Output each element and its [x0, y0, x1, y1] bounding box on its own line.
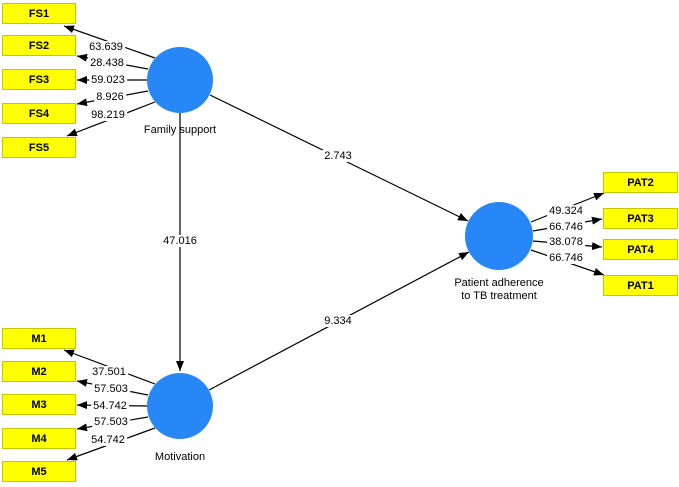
loading-value-pat1: 66.746	[547, 252, 585, 264]
loading-value-m3: 54.742	[91, 400, 129, 412]
indicator-label-pat3: PAT3	[627, 212, 654, 225]
loading-value-m4: 57.503	[92, 416, 130, 428]
indicator-label-fs5: FS5	[28, 141, 50, 154]
construct-circle-patient-adherence	[465, 202, 533, 270]
indicator-label-pat4: PAT4	[627, 243, 654, 256]
indicator-box-fs1: FS1	[2, 3, 76, 24]
loading-value-fs2: 28.438	[88, 57, 126, 69]
loading-value-pat4: 38.078	[547, 236, 585, 248]
indicator-label-m5: M5	[31, 465, 47, 478]
indicator-box-pat1: PAT1	[603, 275, 678, 296]
path-value-fs-to-m: 47.016	[161, 235, 199, 247]
indicator-box-fs4: FS4	[2, 103, 76, 124]
loading-value-fs5: 98.219	[89, 109, 127, 121]
loading-value-m2: 57.503	[92, 383, 130, 395]
indicator-label-fs2: FS2	[28, 39, 50, 52]
path-value-m-to-pat: 9.334	[322, 315, 354, 327]
indicator-box-m5: M5	[2, 461, 76, 482]
construct-label-patient-adherence: Patient adherence to TB treatment	[424, 277, 574, 303]
loading-value-pat2: 49.324	[547, 205, 585, 217]
loading-value-fs4: 8.926	[94, 91, 126, 103]
loading-value-fs3: 59.023	[89, 74, 127, 86]
indicator-label-fs3: FS3	[28, 73, 50, 86]
indicator-label-m2: M2	[31, 365, 47, 378]
structural-arrows	[176, 94, 470, 391]
indicator-box-m2: M2	[2, 361, 76, 382]
indicator-box-pat3: PAT3	[603, 208, 678, 229]
loading-value-m5: 54.742	[89, 434, 127, 446]
indicator-box-m3: M3	[2, 394, 76, 415]
indicator-label-pat2: PAT2	[627, 176, 654, 189]
indicator-box-pat4: PAT4	[603, 239, 678, 260]
construct-circle-family-support	[147, 47, 213, 113]
indicator-box-fs3: FS3	[2, 69, 76, 90]
indicator-label-fs1: FS1	[28, 7, 50, 20]
loading-value-fs1: 63.639	[87, 41, 125, 53]
indicator-box-fs5: FS5	[2, 137, 76, 158]
loading-value-m1: 37.501	[90, 366, 128, 378]
indicator-label-m1: M1	[31, 332, 47, 345]
path-value-fs-to-pat: 2.743	[322, 150, 354, 162]
construct-label-patient-adherence-line2: to TB treatment	[461, 290, 537, 302]
indicator-label-m3: M3	[31, 398, 47, 411]
loading-value-pat3: 66.746	[547, 221, 585, 233]
indicator-label-m4: M4	[31, 432, 47, 445]
construct-label-patient-adherence-line1: Patient adherence	[454, 277, 544, 289]
indicator-box-fs2: FS2	[2, 35, 76, 56]
indicator-box-pat2: PAT2	[603, 172, 678, 193]
construct-label-family-support: Family support	[143, 124, 217, 136]
indicator-box-m4: M4	[2, 428, 76, 449]
indicator-label-pat1: PAT1	[627, 279, 654, 292]
construct-label-motivation: Motivation	[154, 451, 206, 463]
indicator-box-m1: M1	[2, 328, 76, 349]
construct-circle-motivation	[147, 373, 213, 439]
indicator-label-fs4: FS4	[28, 107, 50, 120]
